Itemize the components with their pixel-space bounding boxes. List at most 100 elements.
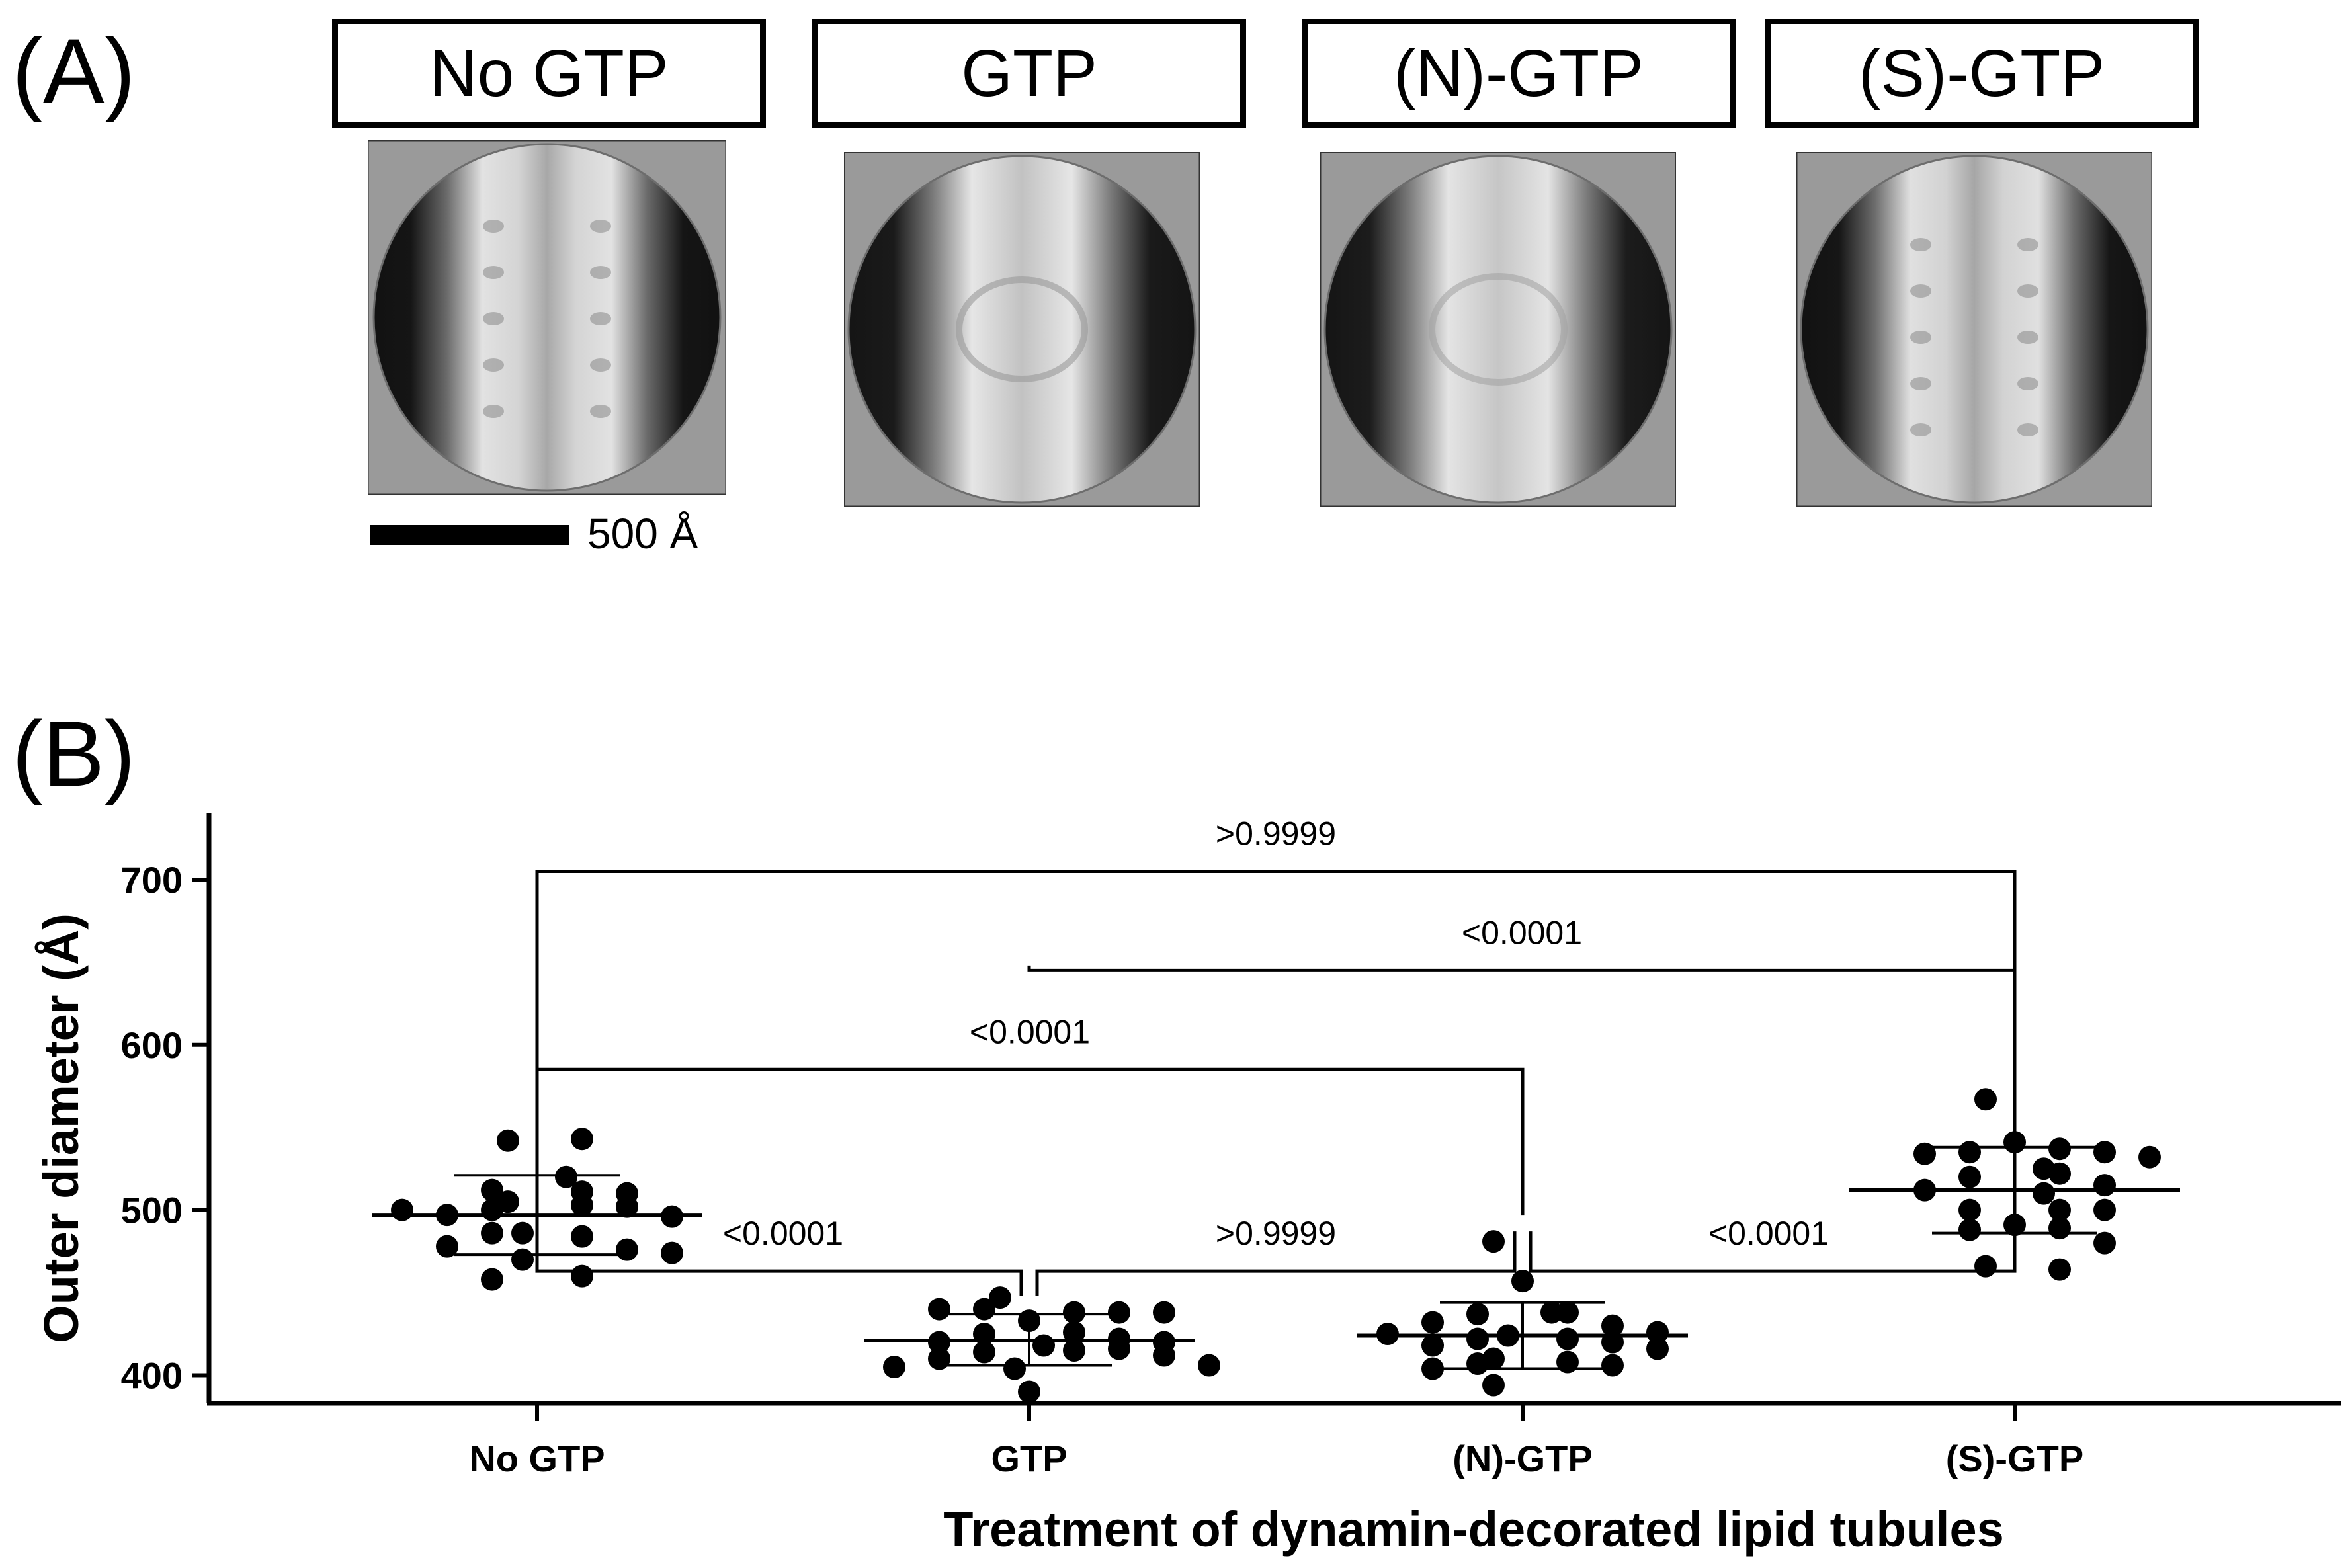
data-point — [481, 1198, 503, 1221]
bracket-label-1: <0.0001 — [1462, 914, 1582, 951]
data-point — [571, 1194, 593, 1217]
data-point — [1974, 1088, 1997, 1111]
x-tick-label-2: (N)-GTP — [1452, 1438, 1593, 1479]
bracket-4 — [1035, 1231, 1517, 1296]
micrograph-s-gtp — [1796, 152, 2152, 507]
data-point — [1063, 1321, 1085, 1344]
data-point — [616, 1195, 638, 1218]
data-point — [1018, 1380, 1040, 1403]
bracket-label-0: >0.9999 — [1216, 815, 1336, 852]
scale-bar-label: 500 Å — [587, 510, 698, 557]
bracket-3 — [535, 1106, 1023, 1296]
y-axis-title: Outer diameter (Å) — [34, 913, 89, 1343]
data-point — [511, 1221, 534, 1245]
data-point — [973, 1298, 995, 1321]
data-point — [661, 1241, 683, 1264]
axis-labels: Treatment of dynamin-decorated lipid tub… — [34, 913, 2004, 1557]
data-point — [1153, 1301, 1175, 1324]
data-point — [1974, 1255, 1997, 1278]
micrograph-n-gtp — [1320, 152, 1676, 507]
data-point — [1063, 1339, 1085, 1362]
micrograph-gtp — [844, 152, 1200, 507]
data-point — [2048, 1217, 2071, 1240]
data-point — [1063, 1301, 1085, 1324]
data-point — [2048, 1162, 2071, 1185]
data-point — [391, 1198, 413, 1221]
data-point — [2093, 1231, 2116, 1255]
data-point — [1421, 1334, 1444, 1357]
bracket-label-5: <0.0001 — [1708, 1215, 1829, 1252]
data-point — [1153, 1344, 1175, 1367]
data-point — [1466, 1352, 1489, 1376]
condition-label-s-gtp: (S)-GTP — [1765, 19, 2199, 128]
data-point — [1913, 1142, 1936, 1165]
data-point — [481, 1178, 503, 1202]
data-point — [1646, 1337, 1669, 1360]
data-point — [1466, 1303, 1489, 1326]
data-point — [973, 1341, 995, 1364]
data-point — [497, 1129, 519, 1152]
panel-b-label: (B) — [12, 702, 136, 805]
data-point — [2048, 1137, 2071, 1161]
data-point — [1421, 1357, 1444, 1380]
data-point — [1108, 1337, 1130, 1360]
x-tick-label-1: GTP — [991, 1438, 1067, 1479]
bracket-label-2: <0.0001 — [970, 1013, 1090, 1050]
data-point — [1958, 1218, 1981, 1241]
data-point — [1003, 1357, 1026, 1380]
data-point — [571, 1225, 593, 1248]
data-point — [1540, 1301, 1563, 1324]
x-axis-title: Treatment of dynamin-decorated lipid tub… — [943, 1502, 2004, 1557]
data-point — [571, 1264, 593, 1288]
scale-bar — [370, 525, 569, 545]
y-tick-label-400: 400 — [121, 1355, 183, 1397]
data-point — [1958, 1198, 1981, 1221]
data-point — [1958, 1165, 1981, 1188]
data-point — [481, 1221, 503, 1245]
data-point — [1556, 1327, 1579, 1350]
data-point — [2048, 1258, 2071, 1281]
data-point — [1556, 1301, 1579, 1324]
data-points — [391, 1088, 2161, 1403]
bracket-2 — [535, 1067, 1525, 1216]
data-point — [1108, 1301, 1130, 1324]
data-point — [2093, 1198, 2116, 1221]
data-point — [571, 1128, 593, 1151]
data-point — [436, 1235, 458, 1258]
data-point — [1601, 1354, 1624, 1377]
data-point — [1646, 1321, 1669, 1344]
condition-label-no-gtp: No GTP — [332, 19, 766, 128]
y-tick-label-700: 700 — [121, 859, 183, 901]
comparison-brackets: >0.9999<0.0001<0.0001<0.0001>0.9999<0.00… — [535, 815, 2017, 1296]
data-point — [481, 1268, 503, 1291]
data-point — [2048, 1198, 2071, 1221]
bracket-label-3: <0.0001 — [723, 1215, 843, 1252]
data-point — [1958, 1141, 1981, 1164]
condition-label-gtp: GTP — [812, 19, 1246, 128]
data-point — [1466, 1327, 1489, 1350]
data-point — [1511, 1270, 1534, 1293]
data-point — [1032, 1334, 1055, 1357]
x-tick-label-3: (S)-GTP — [1946, 1438, 2083, 1479]
x-tick-label-0: No GTP — [469, 1438, 605, 1479]
panel-a-label: (A) — [12, 19, 136, 123]
data-point — [928, 1347, 950, 1370]
y-tick-label-500: 500 — [121, 1190, 183, 1231]
chart-axes: 400 500 600 700 No GTP GTP (N)-GTP (S)-GTP — [121, 813, 2341, 1479]
data-point — [2138, 1145, 2161, 1169]
data-point — [1482, 1374, 1505, 1397]
data-point — [1601, 1314, 1624, 1337]
y-tick-label-600: 600 — [121, 1024, 183, 1066]
condition-label-n-gtp: (N)-GTP — [1302, 19, 1736, 128]
data-point — [2093, 1141, 2116, 1164]
data-point — [2093, 1174, 2116, 1197]
data-point — [511, 1248, 534, 1271]
data-point — [883, 1356, 905, 1379]
data-point — [2033, 1182, 2055, 1205]
data-point — [616, 1238, 638, 1261]
data-point — [1421, 1311, 1444, 1334]
data-point — [1198, 1354, 1220, 1377]
data-point — [989, 1286, 1011, 1309]
micrograph-no-gtp — [368, 140, 726, 495]
